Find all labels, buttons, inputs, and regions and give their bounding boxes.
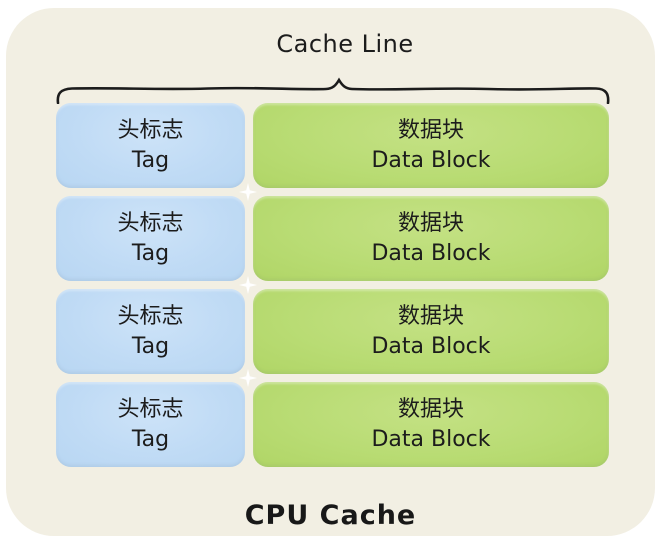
data-block-box: 数据块 Data Block	[253, 289, 609, 374]
data-block-box: 数据块 Data Block	[253, 103, 609, 188]
data-block-label-en: Data Block	[371, 147, 491, 173]
tag-label-en: Tag	[131, 426, 170, 452]
data-block-label-en: Data Block	[371, 240, 491, 266]
data-block-label-en: Data Block	[371, 426, 491, 452]
tag-box: 头标志 Tag	[56, 382, 245, 467]
diagram-caption: CPU Cache	[244, 500, 417, 531]
tag-label-cn: 头标志	[117, 397, 184, 423]
tag-label-cn: 头标志	[117, 211, 184, 237]
data-block-label-en: Data Block	[371, 333, 491, 359]
data-block-label-cn: 数据块	[397, 118, 464, 144]
data-block-box: 数据块 Data Block	[253, 196, 609, 281]
cpu-cache-container: Cache Line 头标志 Tag 数据块 Data Block 头标志 Ta…	[6, 8, 655, 536]
data-block-label-cn: 数据块	[397, 211, 464, 237]
data-block-label-cn: 数据块	[397, 397, 464, 423]
tag-box: 头标志 Tag	[56, 196, 245, 281]
data-block-label-cn: 数据块	[397, 304, 464, 330]
tag-label-en: Tag	[131, 333, 170, 359]
cache-line-row: 头标志 Tag 数据块 Data Block	[6, 289, 655, 374]
cache-line-label: Cache Line	[276, 30, 414, 58]
cache-line-row: 头标志 Tag 数据块 Data Block	[6, 103, 655, 188]
cache-line-row: 头标志 Tag 数据块 Data Block	[6, 196, 655, 281]
tag-box: 头标志 Tag	[56, 289, 245, 374]
curly-brace	[56, 77, 610, 104]
tag-label-cn: 头标志	[117, 118, 184, 144]
cache-line-row: 头标志 Tag 数据块 Data Block	[6, 382, 655, 467]
data-block-box: 数据块 Data Block	[253, 382, 609, 467]
tag-label-cn: 头标志	[117, 304, 184, 330]
tag-label-en: Tag	[131, 147, 170, 173]
tag-box: 头标志 Tag	[56, 103, 245, 188]
tag-label-en: Tag	[131, 240, 170, 266]
